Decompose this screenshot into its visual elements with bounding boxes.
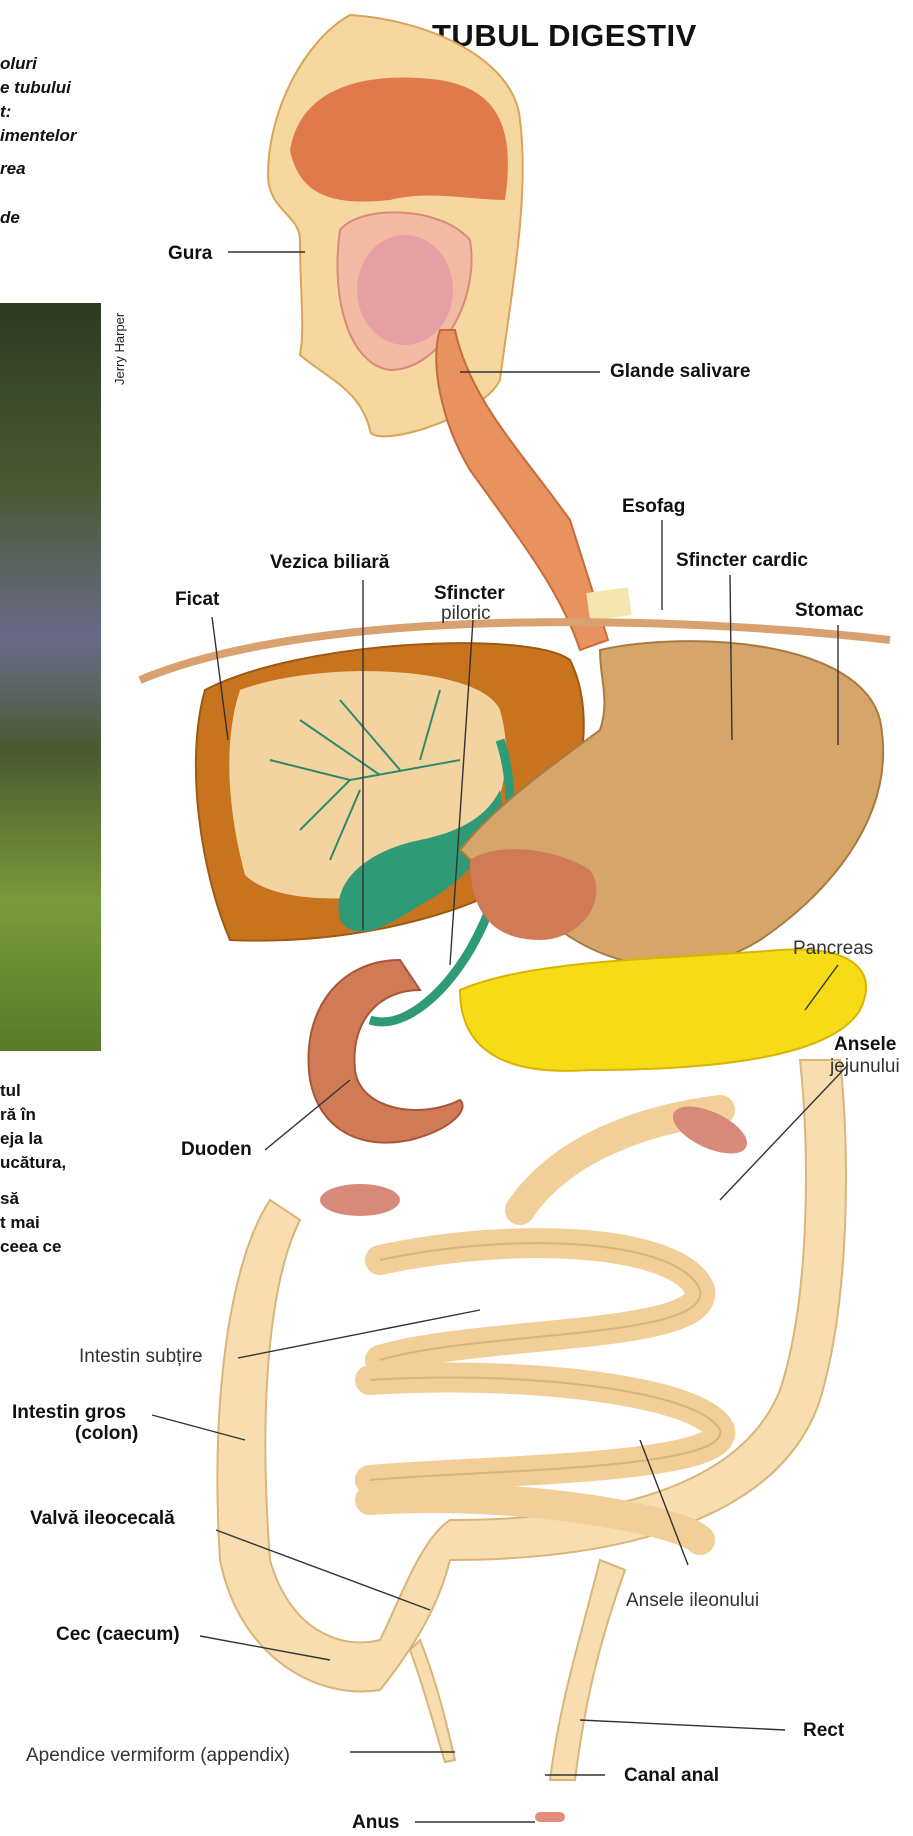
- label-anus: Anus: [352, 1812, 400, 1834]
- label-gura: Gura: [168, 243, 212, 265]
- label-cec: Cec (caecum): [56, 1624, 180, 1646]
- label-sfincter-piloric-1: Sfincter: [434, 583, 505, 605]
- label-duoden: Duoden: [181, 1139, 252, 1161]
- label-canal-anal: Canal anal: [624, 1765, 719, 1787]
- appendix-shape: [410, 1640, 455, 1762]
- label-ansele-ileonului: Ansele ileonului: [626, 1590, 759, 1612]
- label-sfincter-piloric-2: piloric: [441, 603, 491, 625]
- mesentery-fold-left: [320, 1184, 400, 1216]
- label-stomac: Stomac: [795, 600, 864, 622]
- label-ansele-jejunului-2: jejunului: [830, 1056, 900, 1078]
- tongue: [357, 235, 453, 345]
- cardiac-sphincter-band: [586, 587, 631, 621]
- label-intestin-gros-2: (colon): [75, 1423, 138, 1445]
- label-intestin-gros-1: Intestin gros: [12, 1402, 126, 1424]
- label-pancreas: Pancreas: [793, 938, 873, 960]
- label-valva-ileocecala: Valvă ileocecală: [30, 1508, 175, 1530]
- label-vezica-biliara: Vezica biliară: [270, 552, 389, 574]
- anus-mark: [535, 1812, 565, 1822]
- label-sfincter-cardic: Sfincter cardic: [676, 550, 808, 572]
- label-esofag: Esofag: [622, 496, 685, 518]
- label-glande-salivare: Glande salivare: [610, 361, 750, 383]
- rectum-shape: [550, 1560, 625, 1780]
- label-ficat: Ficat: [175, 589, 219, 611]
- label-intestin-subtire: Intestin subțire: [79, 1346, 203, 1368]
- label-ansele-jejunului-1: Ansele: [834, 1034, 896, 1056]
- label-rect: Rect: [803, 1720, 844, 1742]
- label-apendice: Apendice vermiform (appendix): [26, 1745, 290, 1767]
